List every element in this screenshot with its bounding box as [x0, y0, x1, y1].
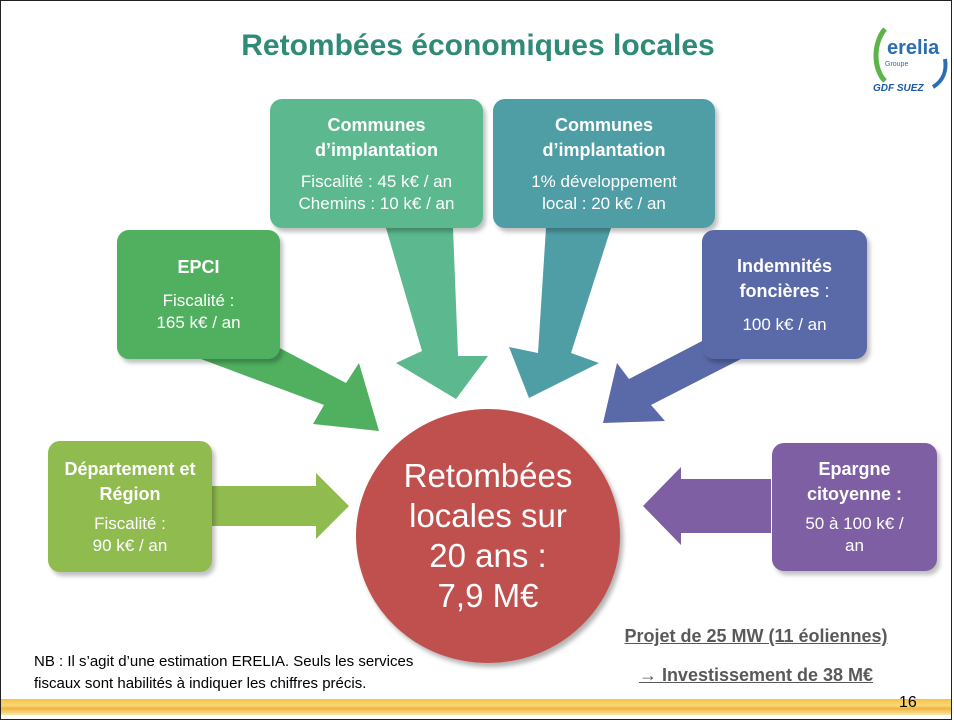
erelia-logo: erelia Groupe GDF SUEZ [863, 23, 951, 99]
arrow-departement [212, 473, 349, 539]
box-heading-text: Indemnités foncières [736, 255, 833, 301]
box-heading: Communes d’implantation [542, 114, 666, 160]
box-heading: Indemnités foncières : [708, 254, 861, 304]
project-size: Projet de 25 MW (11 éoliennes) [624, 626, 888, 646]
arrow-epargne [643, 467, 771, 545]
box-epci: EPCI Fiscalité : 165 k€ / an [117, 230, 280, 359]
box-line: 165 k€ / an [156, 313, 241, 332]
box-line: 90 k€ / an [92, 535, 168, 555]
box-line: local : 20 k€ / an [542, 193, 666, 213]
center-circle: Retombées locales sur 20 ans : 7,9 M€ [356, 409, 620, 663]
arrow-communes1 [386, 228, 488, 399]
bottom-bar [1, 699, 951, 715]
center-line: Retombées [403, 457, 573, 494]
center-line: 7,9 M€ [437, 577, 539, 614]
box-heading-suffix: : [819, 280, 830, 301]
arrow-indemnites [603, 339, 741, 423]
logo-group: Groupe [885, 61, 909, 68]
box-line: Fiscalité : [94, 513, 166, 533]
box-line: 50 à 100 k€ / [805, 514, 904, 533]
project-investment: → Investissement de 38 M€ [638, 665, 874, 685]
box-line: 100 k€ / an [742, 314, 827, 334]
box-line: Fiscalité : 45 k€ / an [300, 171, 453, 191]
logo-swoosh-icon [873, 27, 948, 89]
box-communes-developpement: Communes d’implantation 1% développement… [493, 99, 715, 228]
center-line: locales sur [409, 497, 567, 534]
arrow-epci [201, 336, 379, 431]
box-heading: Communes d’implantation [315, 114, 438, 160]
disclaimer-note: NB : Il s’agit d’une estimation ERELIA. … [34, 651, 413, 695]
note-line: NB : Il s’agit d’une estimation ERELIA. … [34, 653, 414, 670]
page-number: 16 [899, 694, 917, 711]
box-line: Chemins : 10 k€ / an [298, 193, 455, 213]
slide-title: Retombées économiques locales [241, 29, 715, 62]
box-heading: Epargne citoyenne : [806, 459, 903, 504]
box-line: 1% développement [531, 171, 677, 191]
box-heading: EPCI [177, 257, 220, 277]
note-line: fiscaux sont habilités à indiquer les ch… [34, 675, 367, 692]
arrow-communes2 [509, 228, 611, 398]
logo-name: erelia [887, 37, 940, 59]
logo-partner: GDF SUEZ [873, 83, 924, 94]
box-line: Fiscalité : [162, 291, 235, 310]
center-line: 20 ans : [429, 537, 547, 574]
box-epargne: Epargne citoyenne : 50 à 100 k€ / an [772, 443, 937, 571]
box-line: an [845, 536, 864, 555]
box-indemnites: Indemnités foncières : 100 k€ / an [702, 230, 867, 359]
box-communes-fiscalite: Communes d’implantation Fiscalité : 45 k… [270, 99, 483, 228]
box-departement: Département et Région Fiscalité : 90 k€ … [48, 441, 212, 572]
box-heading: Département et Région [64, 458, 196, 504]
